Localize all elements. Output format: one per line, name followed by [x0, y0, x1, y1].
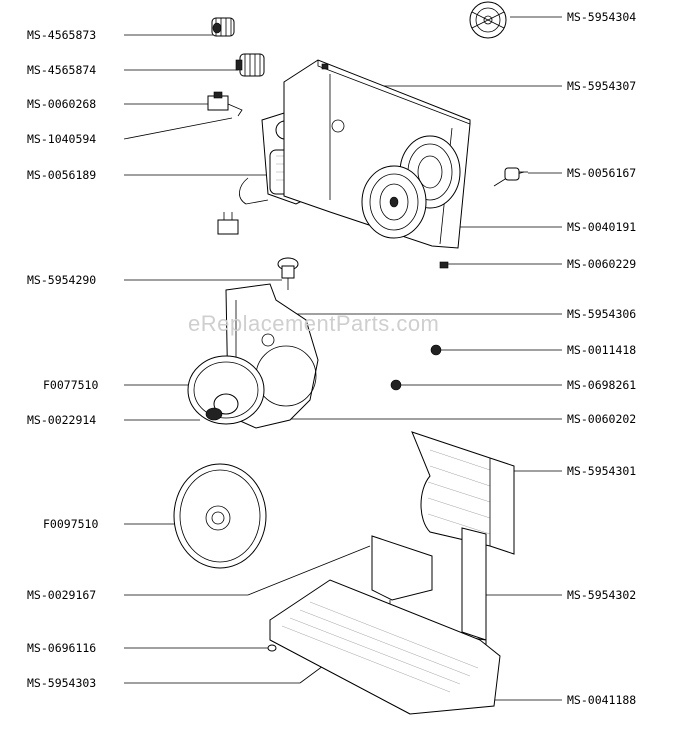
part-label: MS-0056167	[567, 166, 637, 180]
part-label: MS-0029167	[27, 588, 97, 602]
cable-plug	[493, 167, 528, 187]
part-label: MS-5954304	[567, 10, 637, 24]
part-label: MS-0022914	[27, 413, 97, 427]
pulleys	[361, 135, 461, 239]
small-gear-1	[211, 17, 235, 37]
blade-guard	[411, 431, 515, 555]
part-label: MS-0698261	[567, 378, 637, 392]
knob-part	[277, 257, 299, 290]
part-label: MS-0056189	[27, 168, 97, 182]
base	[269, 579, 501, 715]
capacitor-part	[217, 212, 239, 235]
part-label: MS-0011418	[567, 343, 637, 357]
part-label: MS-0060268	[27, 97, 97, 111]
part-label: MS-0060229	[567, 257, 637, 271]
part-label: MS-1040594	[27, 132, 97, 146]
nut-2	[390, 379, 402, 391]
part-label: MS-0696116	[27, 641, 97, 655]
part-label: MS-5954290	[27, 273, 97, 287]
part-label: MS-5954307	[567, 79, 637, 93]
part-label: F0097510	[43, 517, 99, 531]
gear-disk	[187, 355, 265, 425]
part-label: MS-0041188	[567, 693, 637, 707]
part-label: MS-0040191	[567, 220, 637, 234]
nut-1	[430, 344, 442, 356]
part-label: MS-5954302	[567, 588, 637, 602]
gear-part	[469, 1, 507, 39]
watermark: eReplacementParts.com	[188, 311, 440, 336]
part-label: MS-0060202	[567, 412, 637, 426]
small-nut	[439, 261, 449, 269]
part-label: MS-5954306	[567, 307, 637, 321]
part-label: MS-5954303	[27, 676, 97, 690]
part-label: MS-5954301	[567, 464, 637, 478]
switch-part	[207, 91, 243, 117]
small-gear-2	[235, 53, 265, 77]
part-label: F0077510	[43, 378, 99, 392]
blade	[173, 463, 267, 569]
part-label: MS-4565874	[27, 63, 97, 77]
leader-lines-right	[272, 16, 562, 701]
part-label: MS-4565873	[27, 28, 97, 42]
foot-part	[267, 644, 277, 652]
